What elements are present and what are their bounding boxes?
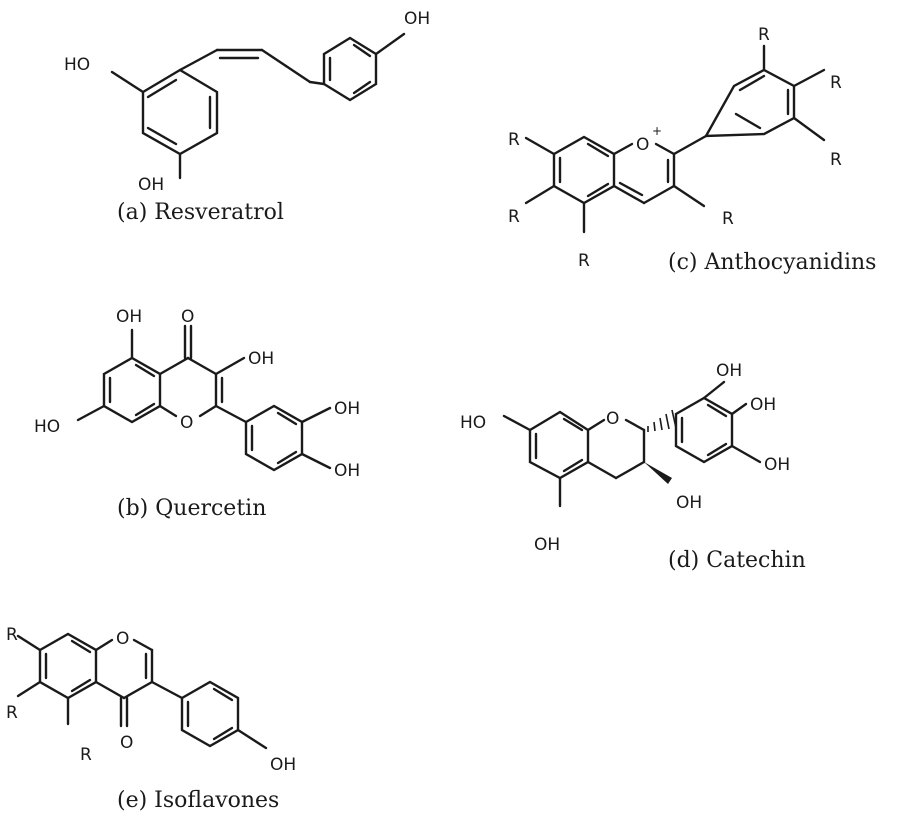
quercetin-structure: O O OH HO OH OH OH [34, 307, 360, 481]
hydroxyl-label: HO [460, 413, 486, 433]
hydroxyl-label: OH [334, 461, 360, 481]
hydroxyl-label: OH [248, 349, 274, 369]
hydroxyl-label: OH [716, 361, 742, 381]
hydroxyl-label: OH [764, 455, 790, 475]
catechin-structure: O HO OH OH [460, 380, 762, 555]
resveratrol-structure: HO OH OH [64, 9, 430, 195]
r-group-label: R [830, 150, 842, 170]
hydroxyl-label: OH [334, 399, 360, 419]
r-group-label: R [722, 209, 734, 229]
caption-quercetin: (b) Quercetin [117, 496, 267, 521]
carbonyl-oxygen-label: O [120, 733, 133, 753]
ring-oxygen-label: O [606, 409, 619, 429]
hydroxyl-label: OH [116, 307, 142, 327]
r-group-label: R [6, 625, 18, 645]
hydroxyl-label: OH [138, 175, 164, 195]
positive-charge-label: + [652, 124, 662, 138]
anthocyanidin-structure: O + R R R R R R R [508, 25, 842, 271]
oxonium-label: O [636, 135, 649, 155]
hydroxyl-label: OH [270, 755, 296, 775]
caption-resveratrol: (a) Resveratrol [117, 200, 284, 225]
r-group-label: R [6, 703, 18, 723]
carbonyl-oxygen-label: O [181, 307, 194, 327]
ring-oxygen-label: O [180, 413, 193, 433]
hydroxyl-label: OH [676, 493, 702, 513]
hydroxyl-label: HO [64, 55, 90, 75]
hydroxyl-label: OH [534, 535, 560, 555]
hydroxyl-label: OH [750, 395, 776, 415]
caption-catechin: (d) Catechin [668, 548, 806, 573]
r-group-label: R [508, 207, 520, 227]
caption-isoflavones: (e) Isoflavones [117, 788, 280, 813]
r-group-label: R [80, 745, 92, 765]
hydroxyl-label: OH [404, 9, 430, 29]
catechin-labels: OH OH OH [716, 361, 790, 475]
isoflavone-structure: O O R R R OH [6, 625, 296, 775]
r-group-label: R [578, 251, 590, 271]
r-group-label: R [508, 130, 520, 150]
r-group-label: R [758, 25, 770, 45]
caption-anthocyanidins: (c) Anthocyanidins [668, 250, 877, 275]
hydroxyl-label: HO [34, 417, 60, 437]
r-group-label: R [830, 73, 842, 93]
ring-oxygen-label: O [116, 629, 129, 649]
